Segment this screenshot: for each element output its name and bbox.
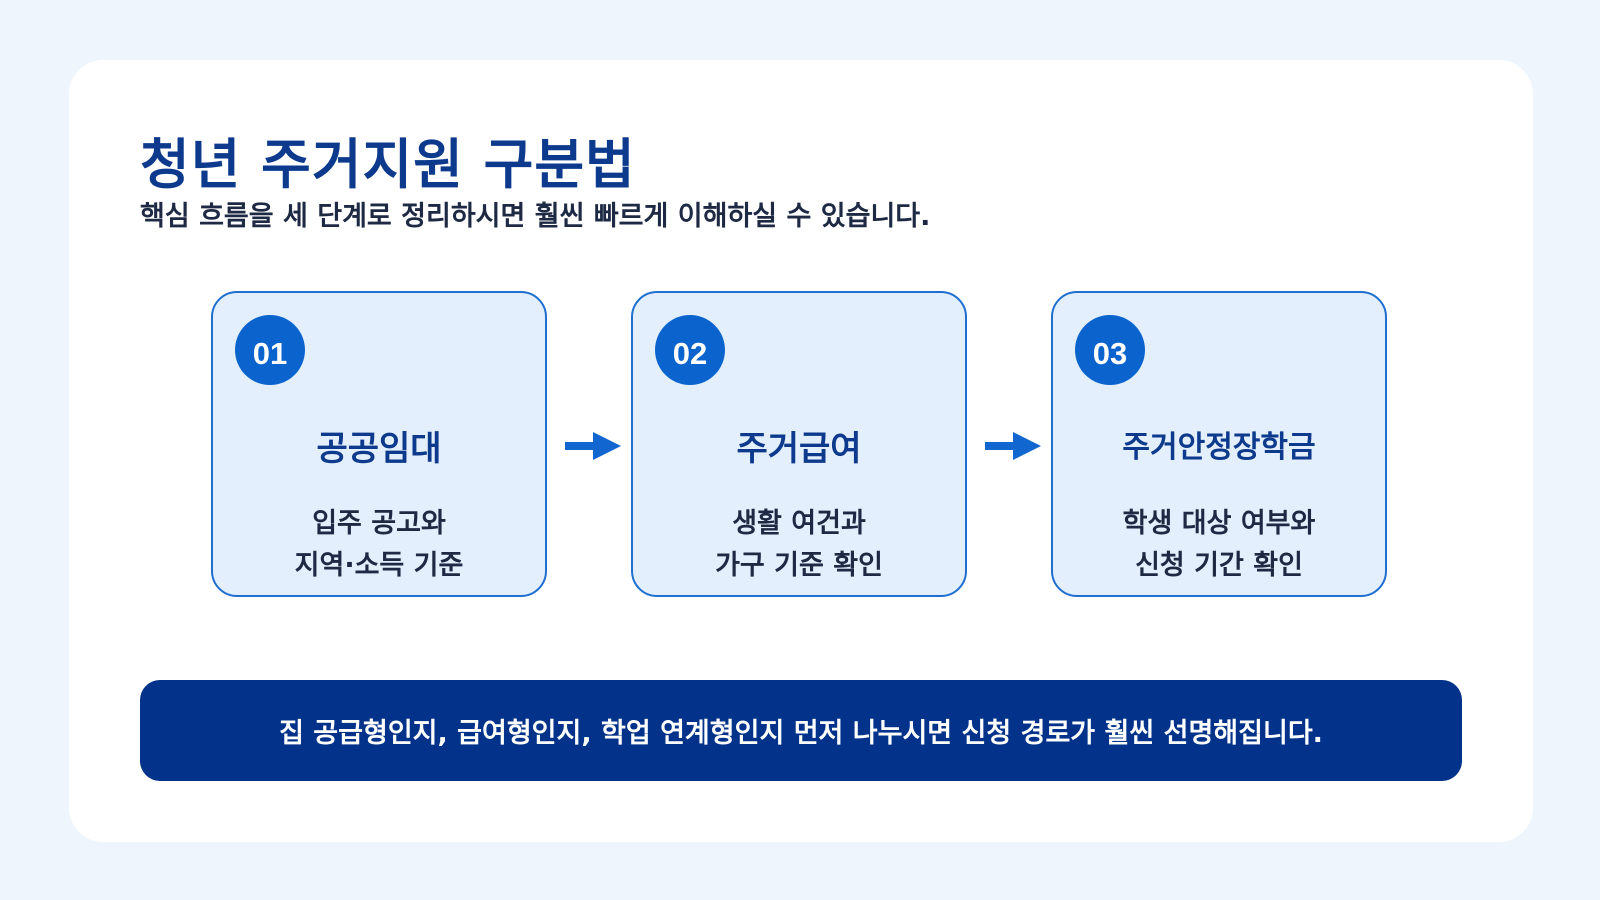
step-description-line: 학생 대상 여부와	[1122, 508, 1316, 539]
summary-banner: 집 공급형인지, 급여형인지, 학업 연계형인지 먼저 나누시면 신청 경로가 …	[140, 680, 1462, 781]
step-description-line: 가구 기준 확인	[715, 550, 883, 581]
step-description: 입주 공고와 지역·소득 기준	[213, 503, 545, 587]
step-title: 주거안정장학금	[1122, 430, 1316, 465]
step-description-line: 생활 여건과	[732, 508, 866, 539]
page-subtitle: 핵심 흐름을 세 단계로 정리하시면 훨씬 빠르게 이해하실 수 있습니다.	[140, 201, 931, 232]
step-number-badge: 01	[235, 315, 305, 385]
page-title: 청년 주거지원 구분법	[140, 133, 636, 196]
step-description: 생활 여건과 가구 기준 확인	[633, 503, 965, 587]
step-number-badge: 02	[655, 315, 725, 385]
step-card-3: 03 주거안정장학금 학생 대상 여부와 신청 기간 확인	[1051, 291, 1387, 597]
step-description-line: 신청 기간 확인	[1135, 550, 1303, 581]
arrow-right-icon	[985, 432, 1041, 460]
step-title: 주거급여	[736, 429, 862, 469]
step-description-line: 입주 공고와	[312, 508, 446, 539]
step-card-1: 01 공공임대 입주 공고와 지역·소득 기준	[211, 291, 547, 597]
step-description: 학생 대상 여부와 신청 기간 확인	[1053, 503, 1385, 587]
arrow-right-icon	[565, 432, 621, 460]
summary-text: 집 공급형인지, 급여형인지, 학업 연계형인지 먼저 나누시면 신청 경로가 …	[279, 718, 1323, 749]
step-number-badge: 03	[1075, 315, 1145, 385]
step-card-2: 02 주거급여 생활 여건과 가구 기준 확인	[631, 291, 967, 597]
step-description-line: 지역·소득 기준	[294, 550, 464, 581]
step-title: 공공임대	[316, 429, 442, 469]
